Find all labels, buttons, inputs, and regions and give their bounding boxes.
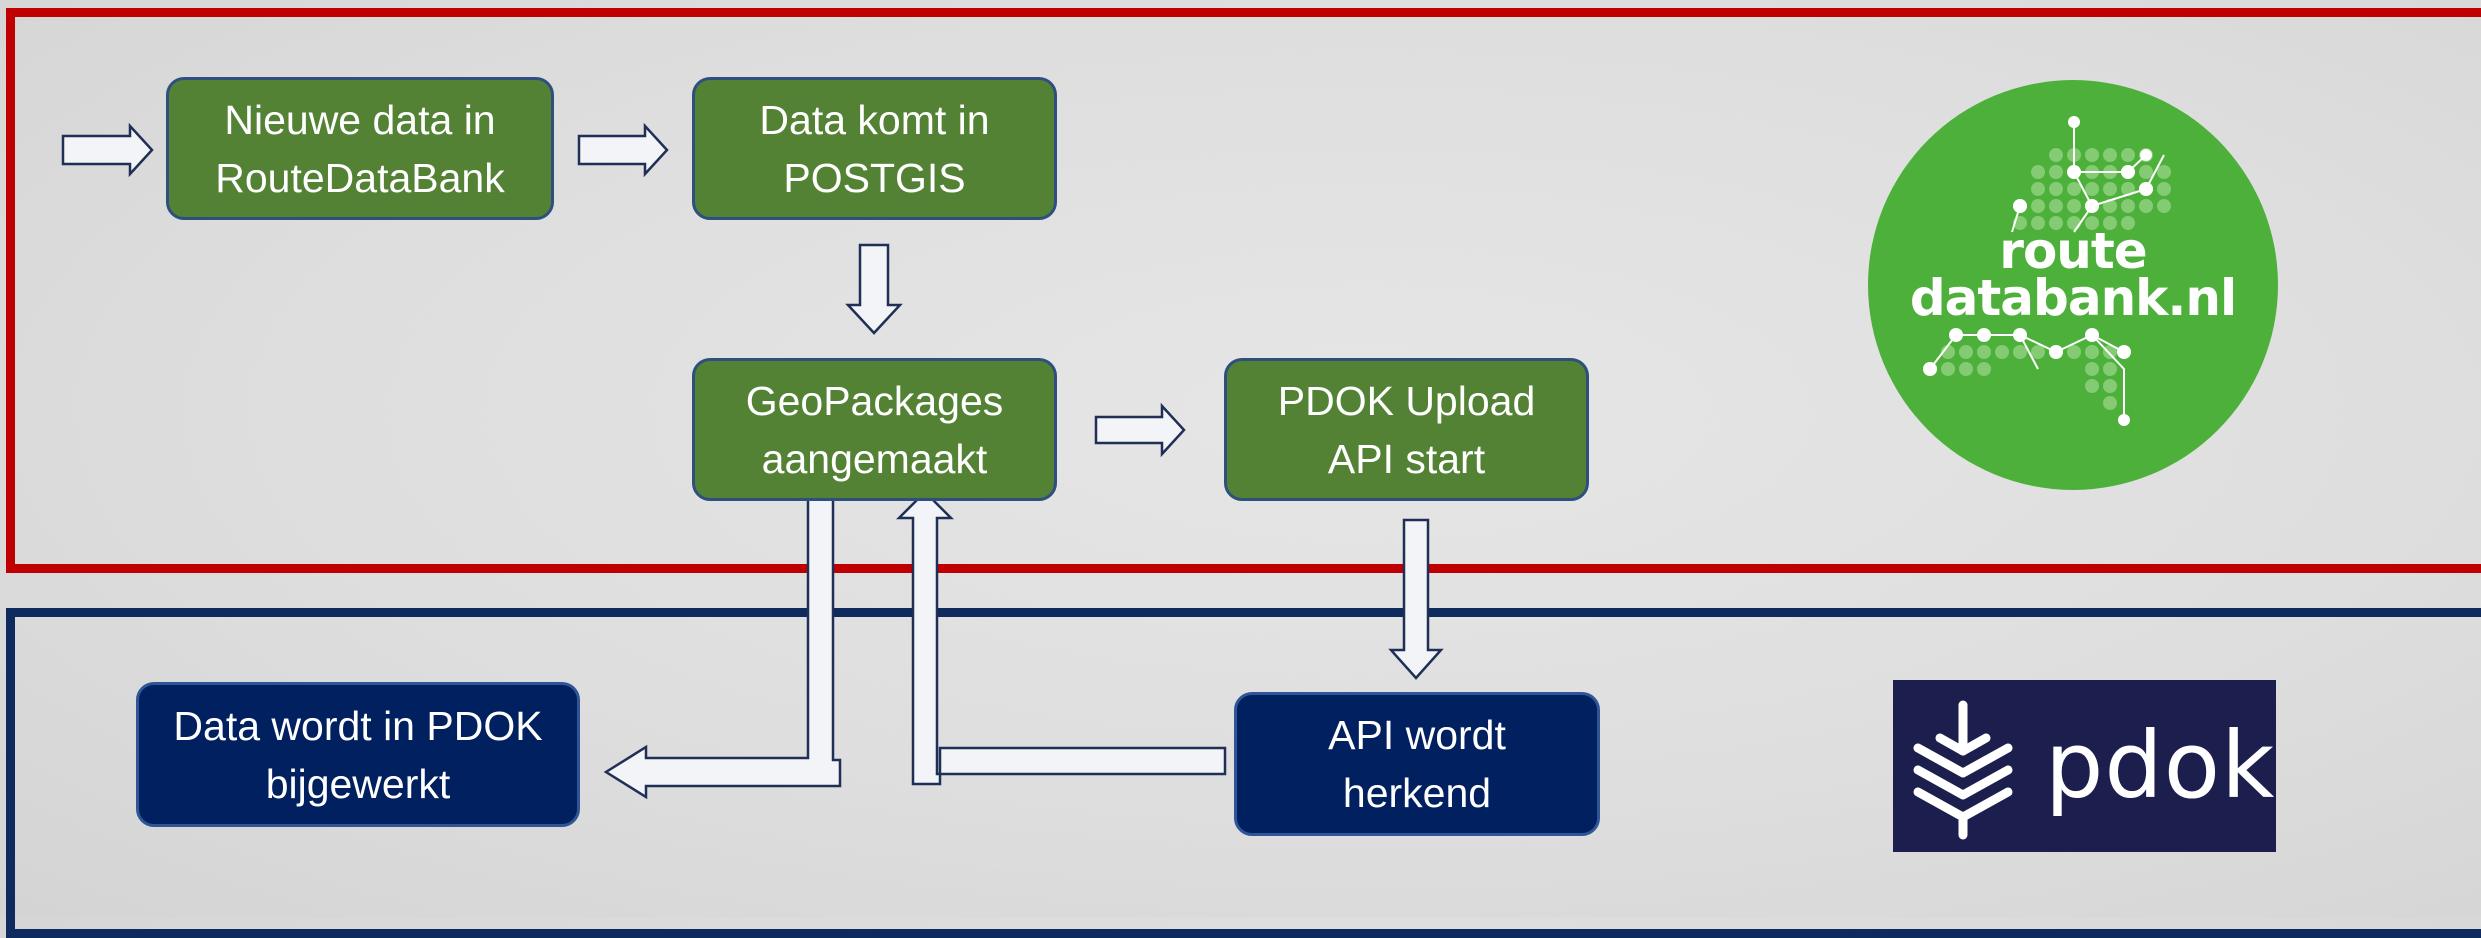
pdok-logo-text: pdok — [2045, 712, 2276, 819]
flow-arrows — [61, 122, 1444, 800]
node-postgis: Data komt in POSTGIS — [692, 77, 1057, 220]
node-api-recognized: API wordt herkend — [1234, 692, 1600, 836]
arrow-postgis-geopackages — [845, 243, 903, 335]
node-pdok-updated: Data wordt in PDOK bijgewerkt — [136, 682, 580, 827]
node-geopackages: GeoPackages aangemaakt — [692, 358, 1057, 501]
arrow-entry — [61, 122, 154, 178]
arrow-geopackages-upload — [1094, 402, 1186, 458]
arrow-newdata-postgis — [577, 122, 669, 178]
pdok-logo: pdok — [1893, 680, 2276, 852]
route-network-icon — [1923, 116, 2171, 426]
routedatabank-logo-line2: databank.nl — [1909, 269, 2237, 327]
arrow-api-geopackages — [895, 490, 1227, 786]
node-pdok-upload: PDOK Upload API start — [1224, 358, 1589, 501]
arrow-upload-api — [1388, 518, 1444, 680]
routedatabank-logo-line1: route — [1999, 222, 2147, 280]
layers-download-icon — [1913, 700, 2013, 840]
routedatabank-logo: route databank.nl — [1868, 80, 2278, 490]
arrow-geopackages-pdokupdated — [603, 488, 842, 800]
node-new-data: Nieuwe data in RouteDataBank — [166, 77, 554, 220]
routedatabank-panel — [6, 8, 2481, 573]
